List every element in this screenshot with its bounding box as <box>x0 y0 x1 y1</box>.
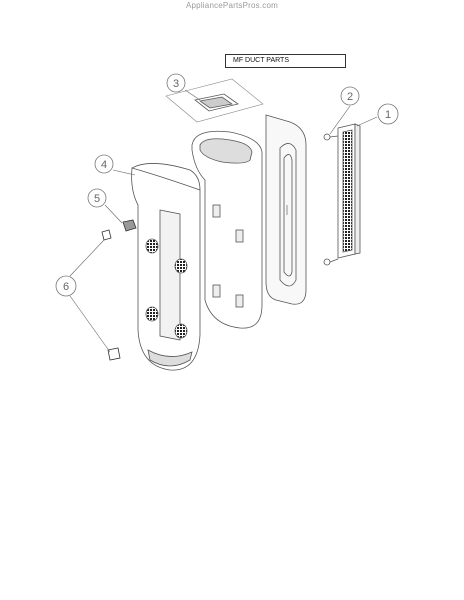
callout-4: 4 <box>94 154 114 174</box>
callout-5: 5 <box>87 188 107 208</box>
callout-2-label: 2 <box>347 91 353 103</box>
callout-2: 2 <box>340 86 360 106</box>
rear-duct-housing <box>191 130 263 329</box>
part-4-front-duct <box>131 163 201 371</box>
callouts: 1 2 3 4 5 6 <box>55 73 399 297</box>
callout-3-label: 3 <box>173 78 179 90</box>
part-3-outline <box>165 78 264 123</box>
diagram-title: MF DUCT PARTS <box>225 54 346 68</box>
part-6-plugs <box>101 229 121 361</box>
part-3-filter <box>194 93 239 112</box>
callout-4-label: 4 <box>101 159 107 171</box>
part-5-clip <box>122 219 137 232</box>
leader-lines <box>69 89 378 353</box>
gasket-frame <box>265 114 307 305</box>
callout-5-label: 5 <box>94 193 100 205</box>
callout-6: 6 <box>55 275 77 297</box>
part-1-bracket <box>337 123 361 259</box>
callout-3: 3 <box>166 73 186 93</box>
callout-1-label: 1 <box>385 109 391 121</box>
callout-6-label: 6 <box>63 281 69 293</box>
part-2-screws <box>323 133 339 266</box>
callout-1: 1 <box>377 103 399 125</box>
watermark: AppliancePartsPros.com <box>186 1 278 10</box>
